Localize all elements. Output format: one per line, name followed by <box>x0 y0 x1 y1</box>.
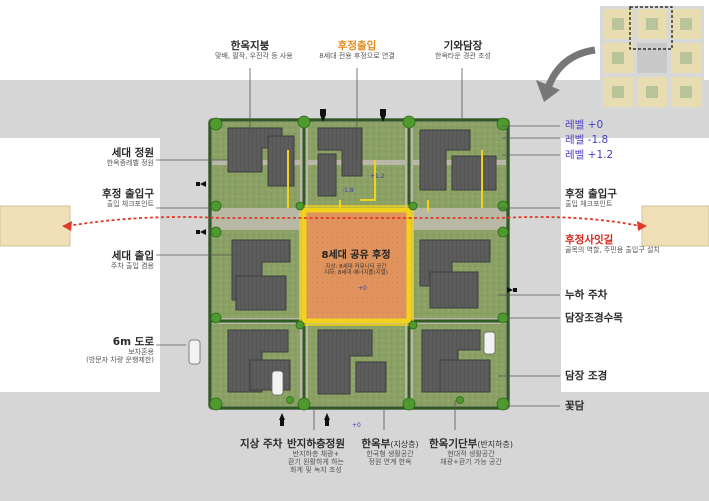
semi-basement-title: 반지하층정원 <box>287 438 345 450</box>
label-back-gate-left: 후정 출입구 출입 체크포인트 <box>70 188 154 208</box>
flower-wall-title: 꽃담 <box>565 400 585 412</box>
unit-entrance-title: 세대 출입 <box>111 250 154 262</box>
roof-sub: 맞배, 팔작, 우진각 등 사용 <box>215 52 293 61</box>
label-back-entrance: 후정출입 8세대 전용 후정으로 연결 <box>315 40 399 60</box>
back-entrance-title: 후정출입 <box>337 40 377 52</box>
back-gate-left-title: 후정 출입구 <box>102 188 154 200</box>
level-legend: 레벨 +0 레벨 -1.8 레벨 +1.2 <box>565 119 613 161</box>
hanok-upper-sub1: 한국형 생활공간 <box>366 450 414 459</box>
courtyard-sub1: 지상: 8세대 커뮤니티 공간 <box>325 263 387 270</box>
wall-landscape-title: 담장 조경 <box>565 370 608 382</box>
unit-garden-title: 세대 정원 <box>111 147 154 159</box>
road-sub1: 보차혼용 <box>128 348 154 357</box>
hanok-upper-main: 한옥부 <box>361 438 391 450</box>
trees <box>209 115 510 411</box>
mark-center: +0 <box>358 285 367 292</box>
leader-lines <box>156 68 560 430</box>
level-plus-1-2: 레벨 +1.2 <box>565 149 614 162</box>
label-semi-basement: 반지하층정원 반지하층 채광+ 환기 원활하게 하는 화계 및 녹지 조성 <box>282 438 350 474</box>
road-sub2: (방문자 차량 운행제한) <box>86 356 154 365</box>
courtyard-label: 8세대 공유 후정 지상: 8세대 커뮤니티 공간 지하: 8세대 에너지플(지… <box>316 250 396 276</box>
label-tile-wall: 기와담장 한옥타운 경관 조성 <box>432 40 494 60</box>
tile-wall-sub: 한옥타운 경관 조성 <box>435 52 491 61</box>
back-gate-left-sub: 출입 체크포인트 <box>106 200 154 209</box>
level-0: 레벨 +0 <box>565 119 604 131</box>
label-flower-wall: 꽃담 <box>565 400 584 412</box>
semi-basement-sub3: 화계 및 녹지 조성 <box>290 466 342 475</box>
label-roof: 한옥지붕 맞배, 팔작, 우진각 등 사용 <box>215 40 293 61</box>
tile-wall-title: 기와담장 <box>443 40 483 52</box>
hanok-upper-sub2: 정원 연계 한옥 <box>368 458 412 467</box>
label-wall-landscape: 담장 조경 <box>565 370 607 382</box>
label-unit-entrance: 세대 출입 주차 출입 겸용 <box>70 250 154 270</box>
hanok-base-title: 한옥기단부(반지하층) <box>425 438 517 450</box>
label-unit-garden: 세대 정원 한옥중레벨 정원 <box>70 147 154 167</box>
road-title: 6m 도로 <box>112 336 154 348</box>
hanok-roofs <box>227 127 497 395</box>
hanok-upper-title: 한옥부(지상층) <box>357 438 423 450</box>
label-eave-parking: 누하 주차 <box>565 289 607 301</box>
key-map <box>600 6 704 110</box>
alley-title: 후정사잇길 <box>565 234 614 246</box>
alley-arrow <box>62 216 647 231</box>
semi-basement-sub1: 반지하층 채광+ <box>292 450 340 459</box>
shared-courtyard <box>299 205 414 326</box>
wall-trees-title: 담장조경수목 <box>565 312 623 324</box>
label-alley: 후정사잇길 골목의 역할, 주민용 출입구 설치 <box>565 234 660 254</box>
back-gate-right-title: 후정 출입구 <box>565 188 617 200</box>
plan-level-marks: -1.8 +1.2 +0 +0 <box>342 173 385 429</box>
yellow-paths <box>287 150 483 212</box>
mark-bottom: +0 <box>352 422 361 429</box>
mark-ne: +1.2 <box>370 173 385 180</box>
hanok-upper-small: (지상층) <box>390 440 419 449</box>
hanok-base-sub1: 현대적 생활공간 <box>447 450 495 459</box>
label-hanok-base: 한옥기단부(반지하층) 현대적 생활공간 채광+환기 가능 공간 <box>425 438 517 466</box>
back-gate-right-sub: 출입 체크포인트 <box>565 200 613 209</box>
courtyard-title: 8세대 공유 후정 <box>321 250 391 261</box>
hanok-base-small: (반지하층) <box>477 440 513 449</box>
mark-nw: -1.8 <box>342 187 354 194</box>
semi-basement-sub2: 환기 원활하게 하는 <box>288 458 344 467</box>
hanok-base-sub2: 채광+환기 가능 공간 <box>440 458 502 467</box>
roof-title: 한옥지붕 <box>230 40 270 52</box>
back-entrance-sub: 8세대 전용 후정으로 연결 <box>319 52 395 61</box>
courtyard-sub2: 지하: 8세대 에너지플(지열) <box>324 269 388 276</box>
label-back-gate-right: 후정 출입구 출입 체크포인트 <box>565 188 617 208</box>
location-arrow <box>536 46 596 102</box>
label-ground-parking: 지상 주차 <box>240 438 282 450</box>
entrance-arrows <box>196 109 517 426</box>
label-road: 6m 도로 보차혼용 (방문자 차량 운행제한) <box>50 336 154 364</box>
ground-parking-title: 지상 주차 <box>240 438 283 450</box>
hanok-base-main: 한옥기단부 <box>429 438 478 450</box>
tile-walls <box>208 118 510 410</box>
cars <box>188 331 496 396</box>
label-wall-trees: 담장조경수목 <box>565 312 623 324</box>
label-hanok-upper: 한옥부(지상층) 한국형 생활공간 정원 연계 한옥 <box>357 438 423 466</box>
unit-entrance-sub: 주차 출입 겸용 <box>110 262 154 271</box>
alley-sub: 골목의 역할, 주민용 출입구 설치 <box>565 246 660 255</box>
unit-garden-sub: 한옥중레벨 정원 <box>106 159 154 168</box>
eave-parking-title: 누하 주차 <box>565 289 608 301</box>
level-minus-1-8: 레벨 -1.8 <box>565 134 609 147</box>
